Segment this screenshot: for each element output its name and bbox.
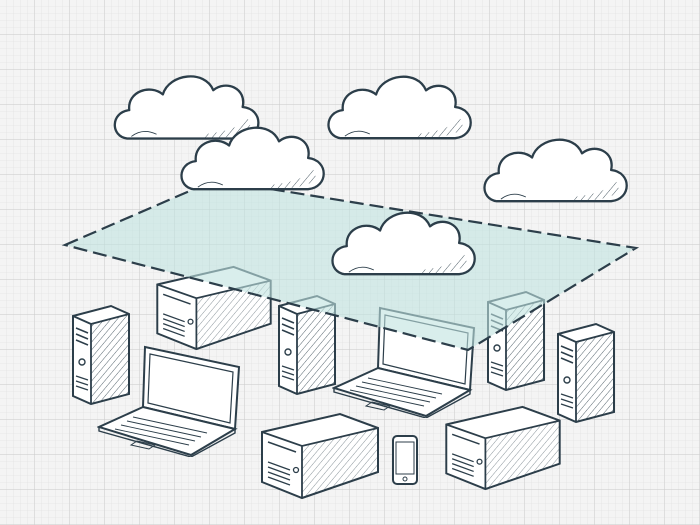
server-tower-icon <box>71 304 131 405</box>
server-tower-icon <box>556 322 616 423</box>
smartphone-icon <box>392 435 418 485</box>
